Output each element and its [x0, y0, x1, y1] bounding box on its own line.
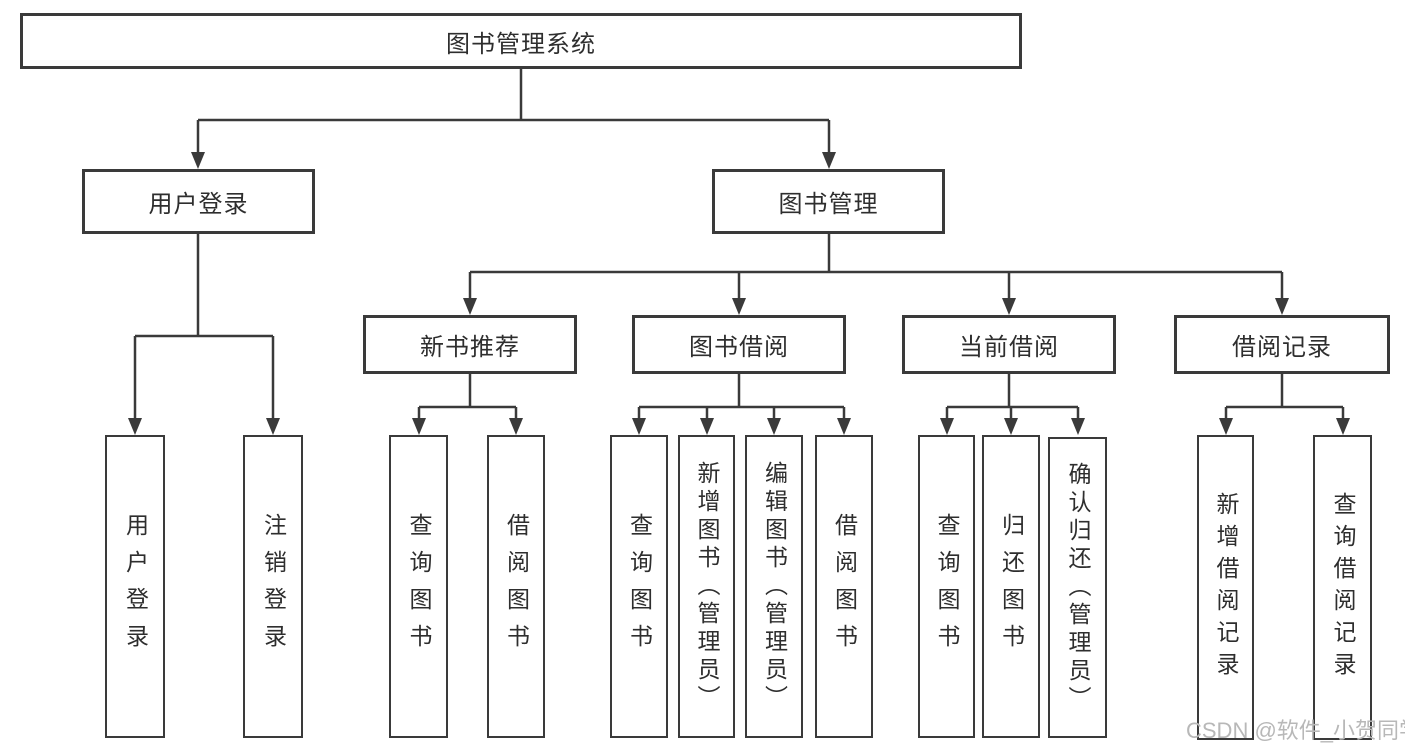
leaf-borrow-books-borrowing: 借阅图书: [815, 435, 873, 738]
leaf-borrow-books-recommend: 借阅图书: [487, 435, 545, 738]
node-library-system: 图书管理系统: [20, 13, 1022, 69]
leaf-return-books: 归还图书: [982, 435, 1040, 738]
node-borrowing-records-label: 借阅记录: [1232, 334, 1332, 361]
node-new-book-recommendation-label: 新书推荐: [420, 334, 520, 361]
node-user-login-label: 用户登录: [148, 191, 249, 218]
connector-root: [191, 69, 836, 169]
leaf-query-books-borrowing-label: 查询图书: [626, 512, 653, 661]
node-book-management: 图书管理: [712, 169, 945, 234]
leaf-query-borrow-record-label: 查询借阅记录: [1330, 491, 1356, 684]
leaf-edit-books-admin: 编辑图书（管理员）: [745, 435, 803, 738]
leaf-borrow-books-borrowing-label: 借阅图书: [831, 512, 858, 661]
leaf-return-books-label: 归还图书: [998, 512, 1025, 661]
connector-book-management: [463, 234, 1289, 315]
leaf-query-books-recommend: 查询图书: [389, 435, 448, 738]
node-current-borrowing: 当前借阅: [902, 315, 1116, 374]
leaf-query-books-recommend-label: 查询图书: [406, 512, 432, 661]
leaf-add-borrow-record: 新增借阅记录: [1197, 435, 1254, 740]
leaf-query-borrow-record: 查询借阅记录: [1313, 435, 1372, 740]
leaf-confirm-return-admin: 确认归还（管理员）: [1048, 437, 1107, 738]
node-borrowing-records: 借阅记录: [1174, 315, 1390, 374]
leaf-logout-login-label: 注销登录: [260, 512, 287, 661]
node-user-login: 用户登录: [82, 169, 315, 234]
node-book-borrowing-label: 图书借阅: [689, 334, 789, 361]
leaf-borrow-books-recommend-label: 借阅图书: [503, 512, 530, 661]
leaf-query-books-current: 查询图书: [918, 435, 975, 738]
connector-current-borrowing: [940, 374, 1085, 435]
node-book-management-label: 图书管理: [778, 191, 879, 218]
leaf-add-books-admin-label: 新增图书（管理员）: [694, 460, 720, 713]
leaf-user-login-label: 用户登录: [122, 512, 149, 661]
connector-borrowing-records: [1219, 374, 1350, 435]
leaf-add-borrow-record-label: 新增借阅记录: [1213, 491, 1239, 684]
node-current-borrowing-label: 当前借阅: [959, 334, 1059, 361]
connector-user-login: [128, 234, 280, 435]
node-book-borrowing: 图书借阅: [632, 315, 846, 374]
leaf-query-books-current-label: 查询图书: [934, 512, 960, 661]
connector-book-borrowing: [632, 374, 851, 435]
csdn-watermark: CSDN @软件_小贺同学: [1186, 718, 1405, 743]
connector-new-book-recommendation: [412, 374, 523, 435]
leaf-confirm-return-admin-label: 确认归还（管理员）: [1065, 461, 1091, 714]
leaf-query-books-borrowing: 查询图书: [610, 435, 668, 738]
leaf-add-books-admin: 新增图书（管理员）: [678, 435, 735, 738]
leaf-edit-books-admin-label: 编辑图书（管理员）: [761, 460, 788, 713]
node-new-book-recommendation: 新书推荐: [363, 315, 577, 374]
leaf-user-login: 用户登录: [105, 435, 165, 738]
leaf-logout-login: 注销登录: [243, 435, 303, 738]
node-library-system-label: 图书管理系统: [446, 30, 596, 58]
